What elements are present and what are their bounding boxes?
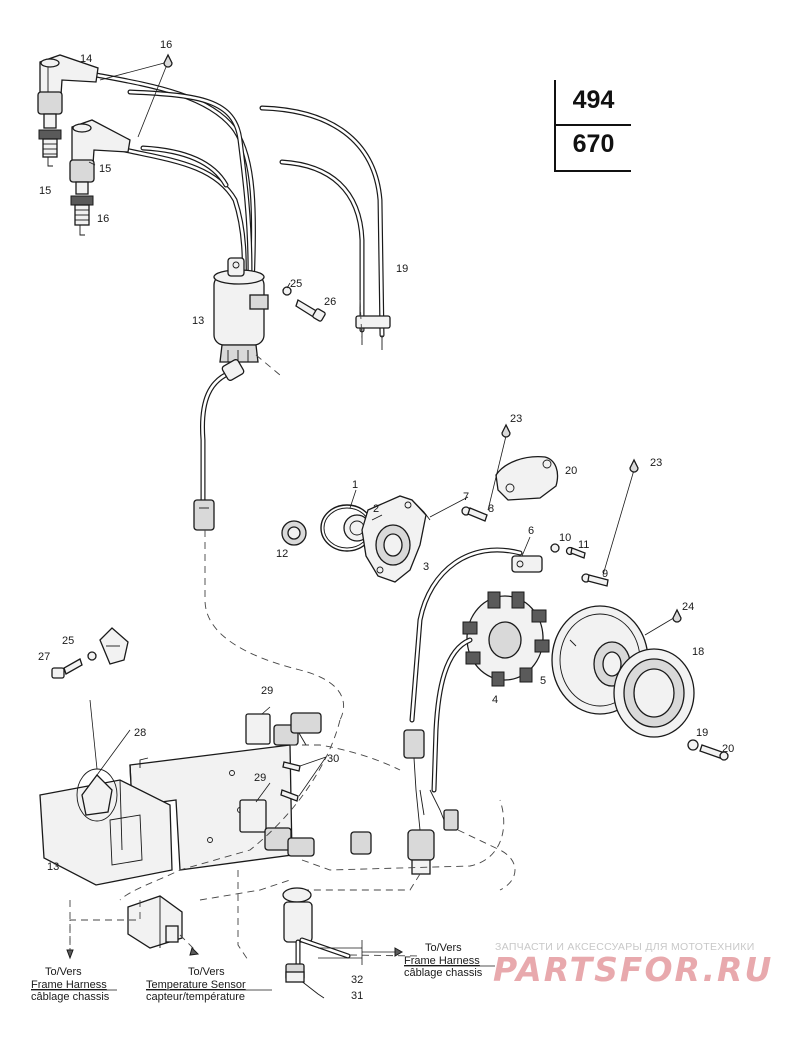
spark-plug-upper	[38, 113, 62, 167]
washer-10-screw-11	[550, 543, 586, 559]
magneto-housing	[361, 495, 431, 583]
callout-29-upper: 29	[261, 685, 273, 697]
callout-16-lower: 16	[97, 213, 109, 225]
callout-19: 19	[696, 727, 708, 739]
ring-gear-18	[613, 648, 695, 738]
svg-text:To/Vers: To/Vers	[188, 966, 225, 978]
callout-25-top: 25	[290, 278, 302, 290]
callout-16-upper: 15	[39, 185, 51, 197]
model-number-670: 670	[572, 130, 615, 158]
callout-31: 31	[351, 990, 363, 1002]
callout-1: 1	[352, 479, 358, 491]
svg-text:Frame Harness: Frame Harness	[404, 955, 480, 967]
electrical-box-13	[39, 779, 173, 886]
callout-24: 24	[682, 601, 694, 613]
callout-21: 19	[396, 263, 408, 275]
routing-lines	[69, 299, 505, 961]
drive-seal-12	[281, 520, 307, 546]
voltage-regulator-plug	[127, 895, 183, 949]
destination-frame-harness-right: To/Vers Frame Harness câblage chassis	[404, 942, 495, 979]
svg-text:capteur/température: capteur/température	[146, 991, 245, 1003]
destination-frame-harness-left: To/Vers Frame Harness câblage chassis	[31, 949, 117, 1003]
callout-13: 13	[47, 861, 59, 873]
spare-wires-21	[259, 105, 391, 350]
callout-18: 18	[692, 646, 704, 658]
callout-15-upper: 14	[80, 53, 92, 65]
watermark-logo: PARTSFOR.RU	[493, 950, 774, 989]
callout-7: 7	[463, 491, 469, 503]
callout-20: 20	[722, 743, 734, 755]
lubricant-markers	[163, 53, 682, 623]
callout-9: 9	[602, 568, 608, 580]
cover-22	[495, 456, 559, 501]
washer-19-bolt-20	[687, 739, 729, 761]
high-tension-wires	[93, 72, 256, 303]
callout-5: 5	[540, 675, 546, 687]
callout-12: 12	[276, 548, 288, 560]
stator	[462, 591, 550, 687]
svg-text:To/Vers: To/Vers	[45, 966, 82, 978]
magneto-harness	[300, 547, 523, 891]
svg-text:câblage chassis: câblage chassis	[404, 967, 483, 979]
connector-29-lower	[239, 799, 372, 857]
model-number-box: 494 670	[554, 80, 631, 172]
callout-6: 6	[528, 525, 534, 537]
watermark-tagline: ЗАПЧАСТИ И АКСЕССУАРЫ ДЛЯ МОТОТЕХНИКИ	[495, 941, 755, 953]
callout-27: 27	[38, 651, 50, 663]
screw-8	[461, 506, 488, 522]
callout-15-lower: 15	[99, 163, 111, 175]
callout-25-left: 25	[62, 635, 74, 647]
callout-11: 11	[578, 539, 589, 551]
svg-text:Temperature Sensor: Temperature Sensor	[146, 979, 246, 991]
callout-22: 20	[565, 465, 577, 477]
callout-numbers: 16 14 15 15 16 19 25 26 13 23 23 20 1 7 …	[38, 39, 734, 1002]
svg-text:câblage chassis: câblage chassis	[31, 991, 110, 1003]
spark-plug-cap-lower	[69, 119, 131, 183]
bracket-clip	[76, 699, 118, 822]
callout-29-lower: 29	[254, 772, 266, 784]
svg-text:Frame Harness: Frame Harness	[31, 979, 107, 991]
callout-3: 3	[423, 561, 429, 573]
callout-2: 2	[373, 503, 379, 515]
callout-8: 8	[488, 503, 494, 515]
model-divider	[556, 124, 631, 126]
grommet-harness	[282, 887, 351, 999]
callout-17: 16	[160, 39, 172, 51]
callout-28: 28	[134, 727, 146, 739]
destination-temperature-sensor: To/Vers Temperature Sensor capteur/tempé…	[146, 947, 272, 1003]
callout-4: 4	[492, 694, 498, 706]
leader-lines	[88, 61, 678, 803]
callout-26: 26	[324, 296, 336, 308]
screws-30	[280, 761, 301, 802]
screw-9	[581, 573, 609, 587]
callout-23-top: 23	[510, 413, 522, 425]
svg-text:To/Vers: To/Vers	[425, 942, 462, 954]
callout-30: 30	[327, 753, 339, 765]
spark-plug-lower	[70, 181, 94, 236]
spark-plug-cap-upper	[37, 54, 99, 115]
bracket-27	[51, 627, 129, 679]
coil-screw-26	[282, 286, 326, 322]
callout-10: 10	[559, 532, 571, 544]
connector-29-upper	[245, 712, 322, 746]
coil-lead-wire	[193, 359, 344, 721]
trigger-coil-6	[511, 555, 543, 573]
callout-14: 13	[192, 315, 204, 327]
callout-32: 32	[351, 974, 363, 986]
callout-23-right: 23	[650, 457, 662, 469]
callout-bracket-32	[318, 940, 404, 965]
model-number-494: 494	[572, 86, 615, 114]
ignition-coil	[213, 257, 281, 376]
